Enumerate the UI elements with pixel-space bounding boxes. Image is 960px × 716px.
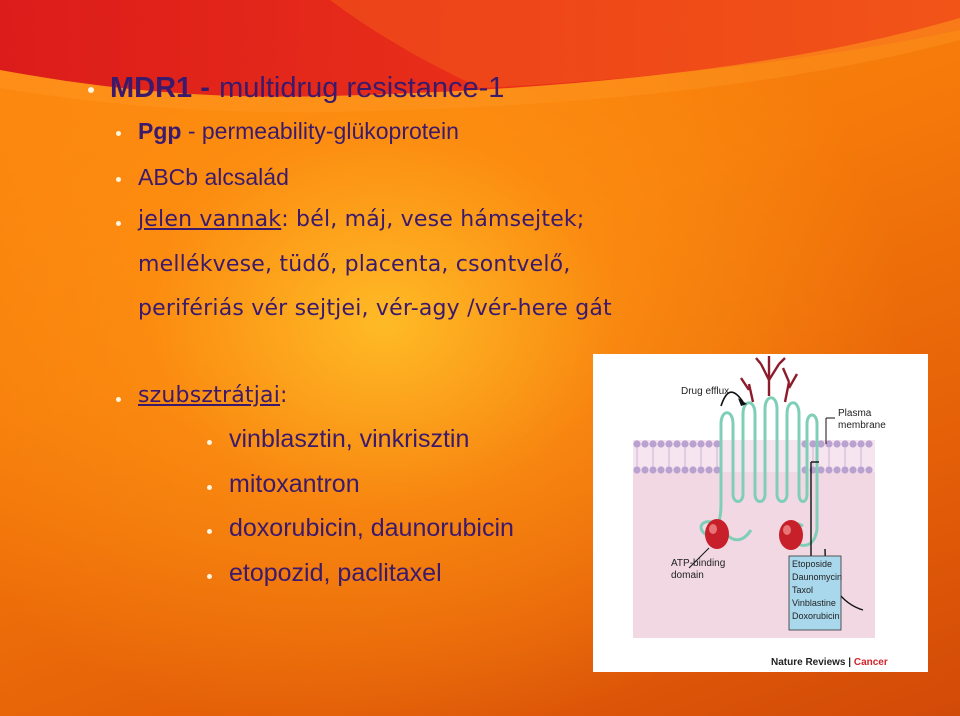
bullet-dot — [207, 574, 212, 579]
substrate-item: etopozid, paclitaxel — [229, 559, 442, 587]
pgp-bold: Pgp — [138, 118, 182, 144]
drug-item: Doxorubicin — [792, 611, 840, 621]
bullet-dot — [88, 87, 94, 93]
credit-journal: Nature Reviews — [771, 657, 846, 668]
bullet-dot — [207, 529, 212, 534]
label-atp-1: ATP-binding — [671, 558, 725, 569]
lipid-tails — [636, 448, 862, 466]
credit-cancer: Cancer — [854, 657, 888, 668]
drug-item: Daunomycin — [792, 572, 842, 582]
bullet-dot — [207, 485, 212, 490]
bullet-szubsztratjai: szubsztrátjai: — [138, 383, 288, 408]
bullet-dot — [116, 221, 121, 226]
drug-item: Etoposide — [792, 559, 832, 569]
jelen-rest: : bél, máj, vese hámsejtek; — [281, 207, 585, 232]
title-rest: multidrug resistance-1 — [219, 72, 505, 104]
pgp-membrane-figure: Drug efflux Plasma membrane ATP-binding … — [593, 354, 928, 672]
bullet-abcb: ABCb alcsalád — [138, 164, 289, 190]
figure-credit: Nature Reviews | Cancer — [771, 657, 888, 668]
decorative-top-band — [0, 0, 960, 113]
szubsztrat-rest: : — [280, 383, 288, 408]
drug-list-box — [788, 555, 842, 631]
atp-domain-left — [705, 519, 729, 549]
lipid-heads-lower — [633, 466, 873, 474]
bullet-dot — [207, 440, 212, 445]
slide-title: MDR1 - multidrug resistance-1 — [110, 70, 504, 105]
label-membrane: membrane — [838, 420, 886, 431]
substrate-item: vinblasztin, vinkrisztin — [229, 425, 470, 453]
substrate-item: mitoxantron — [229, 470, 360, 498]
glycosylation-chains — [740, 356, 799, 403]
credit-separator: | — [845, 657, 853, 668]
title-bold: MDR1 - — [110, 72, 210, 104]
substrate-item: doxorubicin, daunorubicin — [229, 514, 514, 542]
efflux-arrow — [720, 391, 744, 407]
bullet-dot — [116, 131, 121, 136]
label-drug-efflux: Drug efflux — [681, 386, 729, 397]
jelen-underlined: jelen vannak — [138, 207, 282, 232]
pgp-rest: - permeability-glükoprotein — [187, 118, 459, 144]
bullet-jelen: jelen vannak: bél, máj, vese hámsejtek; — [138, 207, 585, 232]
bullet-pgp: Pgp - permeability-glükoprotein — [138, 118, 459, 145]
label-plasma: Plasma — [838, 408, 872, 419]
efflux-arrow-head — [738, 398, 747, 406]
bullet-dot — [116, 397, 121, 402]
pgp-diagram: Drug efflux Plasma membrane ATP-binding … — [633, 356, 888, 668]
jelen-continuation-1: mellékvese, tüdő, placenta, csontvelő, — [138, 252, 571, 277]
drug-item: Vinblastine — [792, 598, 836, 608]
atp-leader — [688, 547, 710, 569]
atp-domain-right — [779, 520, 803, 550]
szubsztrat-underlined: szubsztrátjai — [138, 383, 281, 408]
jelen-continuation-2: perifériás vér sejtjei, vér-agy /vér-her… — [138, 296, 612, 321]
drug-item: Taxol — [792, 585, 813, 595]
bullet-dot — [116, 177, 121, 182]
label-atp-2: domain — [671, 570, 704, 581]
lipid-heads-upper — [633, 440, 873, 448]
